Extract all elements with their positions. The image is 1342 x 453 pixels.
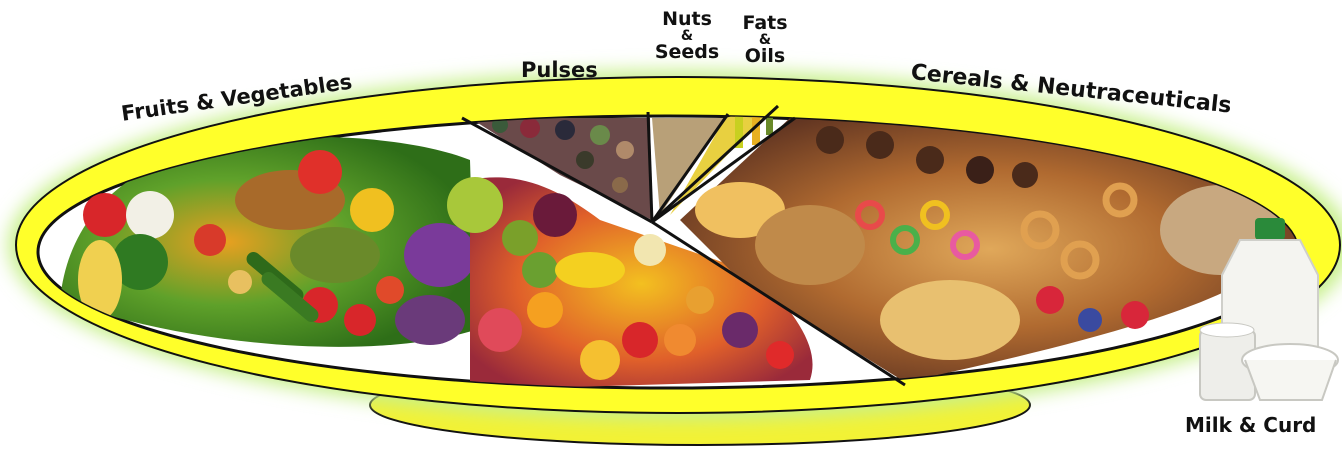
nuts-seeds-line-3: Seeds [652, 43, 722, 62]
milk-curd-label: Milk & Curd [1185, 415, 1316, 435]
fats-oils-line-1: Fats [735, 14, 795, 33]
nuts-seeds-line-1: Nuts [652, 10, 722, 29]
fats-oils-line-3: Oils [735, 47, 795, 66]
nuts-seeds-label: Nuts & Seeds [652, 10, 722, 62]
pulses-label: Pulses [521, 60, 598, 81]
fats-oils-label: Fats & Oils [735, 14, 795, 66]
